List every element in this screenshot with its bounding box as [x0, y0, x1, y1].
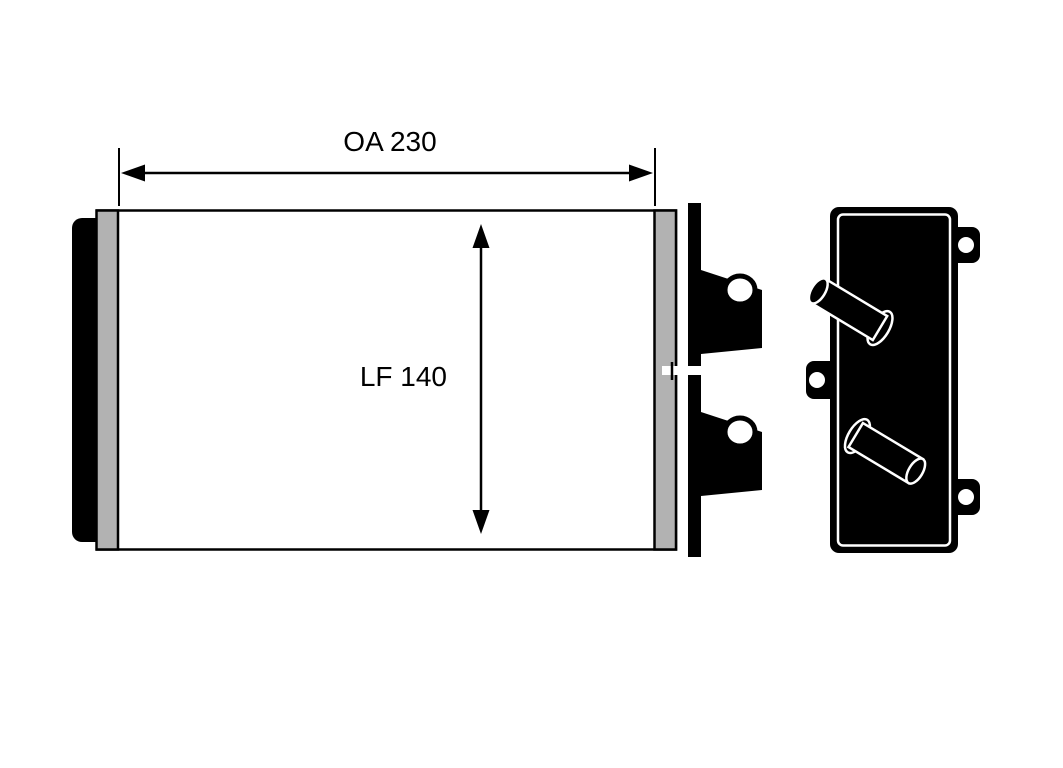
side-bottom-pipe [843, 417, 927, 485]
side-top-pipe [807, 277, 894, 347]
bottom-pipe-assembly [701, 412, 762, 496]
side-case-inner-line [836, 213, 952, 547]
front-view [72, 203, 762, 557]
height-arrowhead-bottom [472, 510, 490, 534]
top-pipe-opening [722, 273, 758, 307]
height-arrowhead-top [472, 224, 490, 248]
bolt-hole-left-middle [809, 372, 825, 388]
parting-notch [662, 362, 704, 380]
side-case [830, 207, 958, 553]
side-view [806, 207, 980, 553]
height-dimension-label: LF 140 [360, 361, 447, 392]
width-dimension: OA 230 [118, 126, 656, 206]
bolt-hole-bottom-right [958, 489, 974, 505]
notch-gap [662, 366, 704, 375]
width-arrowhead-right [629, 164, 653, 182]
right-mounting-plate [688, 203, 701, 557]
width-dimension-label: OA 230 [343, 126, 436, 157]
top-pipe-assembly [701, 270, 762, 354]
side-bottom-pipe-opening [905, 457, 927, 485]
width-arrowhead-left [121, 164, 145, 182]
bottom-pipe-opening [722, 415, 758, 449]
bolt-hole-top-right [958, 237, 974, 253]
right-gasket-strip [653, 209, 678, 551]
left-gasket-strip [95, 209, 120, 551]
height-dimension: LF 140 [360, 224, 490, 534]
side-top-pipe-opening [807, 277, 829, 305]
